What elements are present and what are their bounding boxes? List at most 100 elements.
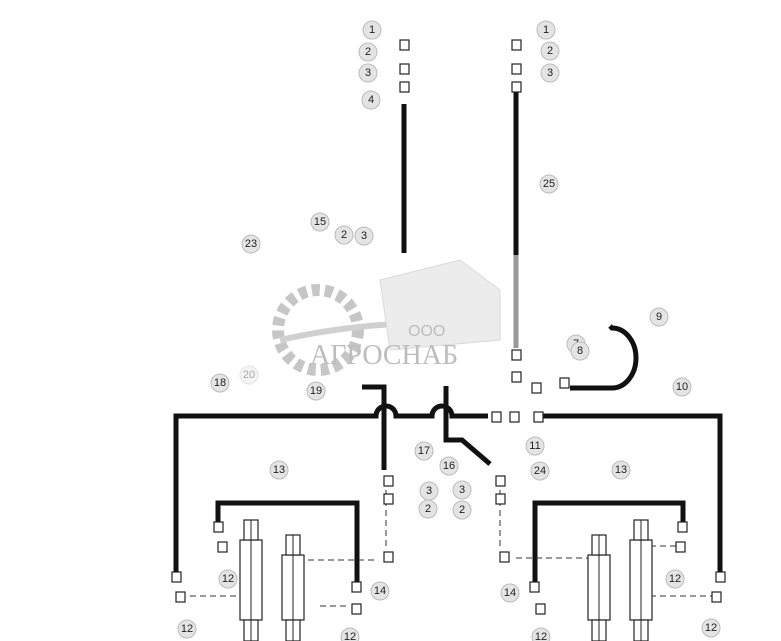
callout-2[interactable]: 2 xyxy=(540,41,560,61)
callout-2[interactable]: 2 xyxy=(418,499,438,519)
callout-label: 1 xyxy=(369,24,375,36)
hose-16 xyxy=(443,386,492,466)
fitting xyxy=(511,63,522,75)
fitting xyxy=(511,39,522,51)
callout-13[interactable]: 13 xyxy=(611,460,631,480)
callout-12[interactable]: 12 xyxy=(218,569,238,589)
callout-23[interactable]: 23 xyxy=(241,234,261,254)
callout-label: 12 xyxy=(705,622,717,634)
hoses xyxy=(173,90,723,582)
fitting xyxy=(715,571,726,583)
callout-1[interactable]: 1 xyxy=(362,20,382,40)
callout-11[interactable]: 11 xyxy=(525,436,545,456)
callout-3[interactable]: 3 xyxy=(452,480,472,500)
fitting xyxy=(531,382,542,394)
callout-3[interactable]: 3 xyxy=(358,63,378,83)
callout-label: 2 xyxy=(547,45,553,57)
callout-12[interactable]: 12 xyxy=(177,619,197,639)
fitting xyxy=(213,521,224,533)
callout-19[interactable]: 19 xyxy=(306,381,326,401)
callout-8[interactable]: 8 xyxy=(570,341,590,361)
callout-2[interactable]: 2 xyxy=(358,42,378,62)
hydraulic-cylinder xyxy=(629,519,653,641)
callout-label: 18 xyxy=(214,377,226,389)
callout-label: 15 xyxy=(314,216,326,228)
fitting xyxy=(711,591,722,603)
hose-13-right xyxy=(532,500,686,582)
fitting xyxy=(495,475,506,487)
callout-label: 13 xyxy=(615,464,627,476)
callout-label: 2 xyxy=(459,504,465,516)
fitting xyxy=(399,63,410,75)
callout-label: 2 xyxy=(425,503,431,515)
fitting xyxy=(509,411,520,423)
callout-14[interactable]: 14 xyxy=(370,581,390,601)
callout-label: 14 xyxy=(374,585,386,597)
callout-label: 3 xyxy=(547,67,553,79)
callout-15[interactable]: 15 xyxy=(310,212,330,232)
callout-label: 12 xyxy=(222,573,234,585)
callout-4[interactable]: 4 xyxy=(361,90,381,110)
callout-label: 20 xyxy=(243,369,255,381)
fittings xyxy=(171,39,726,641)
fitting xyxy=(559,377,570,389)
hose-left-stub xyxy=(362,384,387,470)
callout-label: 2 xyxy=(365,46,371,58)
callout-13[interactable]: 13 xyxy=(269,460,289,480)
callout-14[interactable]: 14 xyxy=(500,583,520,603)
callout-label: 24 xyxy=(534,465,546,477)
callout-2[interactable]: 2 xyxy=(452,500,472,520)
fitting xyxy=(675,541,686,553)
fitting xyxy=(677,521,688,533)
callout-20[interactable]: 20 xyxy=(239,365,259,385)
callout-12[interactable]: 12 xyxy=(665,569,685,589)
callout-label: 4 xyxy=(368,94,374,106)
fitting xyxy=(499,551,510,563)
callout-label: 23 xyxy=(245,238,257,250)
callout-3[interactable]: 3 xyxy=(540,63,560,83)
watermark: ООО АГРОСНАБ xyxy=(272,259,501,376)
fitting xyxy=(511,371,522,383)
fitting xyxy=(351,603,362,615)
fitting xyxy=(383,493,394,505)
callout-12[interactable]: 12 xyxy=(701,618,721,638)
fitting xyxy=(491,411,502,423)
fitting xyxy=(175,591,186,603)
fitting xyxy=(495,493,506,505)
callout-label: 11 xyxy=(529,440,540,452)
callout-3[interactable]: 3 xyxy=(354,226,374,246)
callout-24[interactable]: 24 xyxy=(530,461,550,481)
callout-label: 3 xyxy=(426,485,432,497)
callout-1[interactable]: 1 xyxy=(536,20,556,40)
fitting xyxy=(171,571,182,583)
hose-10 xyxy=(540,413,723,572)
callout-3[interactable]: 3 xyxy=(419,481,439,501)
callout-25[interactable]: 25 xyxy=(539,174,559,194)
callout-label: 3 xyxy=(361,230,367,242)
callout-18[interactable]: 18 xyxy=(210,373,230,393)
callout-label: 12 xyxy=(181,623,193,635)
callouts: 1234123252315232019789101817161124323213… xyxy=(177,20,721,641)
callout-10[interactable]: 10 xyxy=(672,377,692,397)
fitting xyxy=(511,81,522,93)
callout-12[interactable]: 12 xyxy=(340,627,360,641)
callout-label: 2 xyxy=(341,229,347,241)
callout-16[interactable]: 16 xyxy=(439,456,459,476)
callout-label: 14 xyxy=(504,587,516,599)
fitting xyxy=(533,411,544,423)
callout-12[interactable]: 12 xyxy=(531,627,551,641)
fitting xyxy=(351,581,362,593)
fitting xyxy=(217,541,228,553)
fitting xyxy=(399,81,410,93)
fitting xyxy=(399,39,410,51)
callout-2[interactable]: 2 xyxy=(334,225,354,245)
fitting xyxy=(529,581,540,593)
callout-9[interactable]: 9 xyxy=(649,307,669,327)
hose-13-left xyxy=(215,500,360,582)
callout-label: 16 xyxy=(443,460,455,472)
callout-label: 25 xyxy=(543,178,555,190)
hydraulic-cylinder xyxy=(239,519,263,641)
callout-label: 10 xyxy=(676,381,688,393)
callout-17[interactable]: 17 xyxy=(414,441,434,461)
watermark-name: АГРОСНАБ xyxy=(310,340,458,371)
